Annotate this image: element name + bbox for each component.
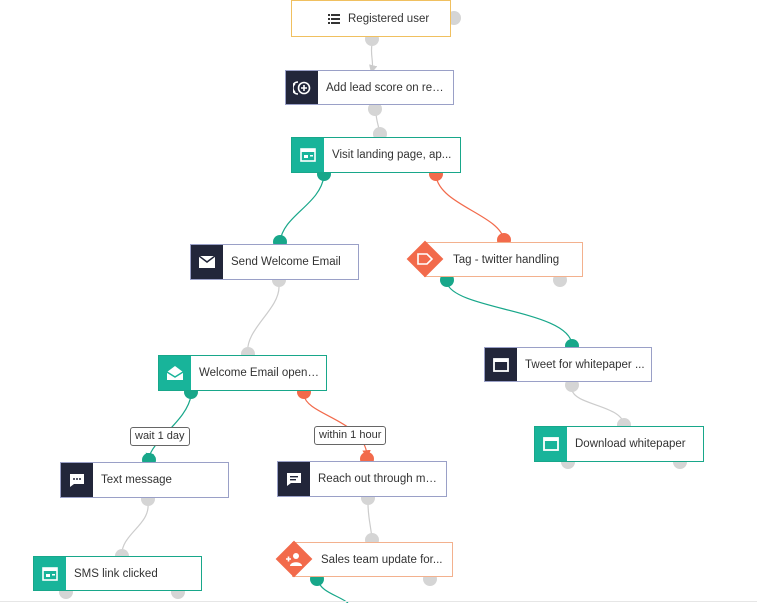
node-label: Sales team update for...: [321, 553, 443, 566]
node-label: Reach out through mu...: [318, 473, 442, 485]
node-download-whitepaper[interactable]: Download whitepaper: [534, 426, 704, 462]
node-label: Add lead score on reg...: [326, 81, 449, 94]
open-envelope-icon: [159, 356, 191, 390]
condition-wait-1-day[interactable]: wait 1 day: [130, 427, 190, 446]
lead-score-icon: [286, 71, 318, 104]
node-label: Registered user: [348, 12, 430, 25]
window-icon: [485, 348, 517, 381]
browser-icon: [292, 138, 324, 172]
tag-icon: [407, 241, 443, 277]
connector-sendwelcome-to-opened: [243, 286, 280, 358]
node-label: Welcome Email opened: [199, 367, 321, 379]
node-label: SMS link clicked: [74, 567, 158, 580]
node-label: Download whitepaper: [575, 438, 686, 450]
condition-within-1-hour[interactable]: within 1 hour: [314, 426, 387, 445]
canvas-bottom-border: [0, 601, 757, 602]
node-text-message[interactable]: Text message: [60, 462, 229, 498]
node-reach-out[interactable]: Reach out through mu...: [277, 461, 447, 497]
node-label: Tag - twitter handling: [453, 253, 560, 266]
node-send-welcome-email[interactable]: Send Welcome Email: [190, 244, 359, 280]
connector-visit-no: [435, 175, 508, 244]
browser-icon: [34, 557, 66, 590]
node-registered-user[interactable]: Registered user: [291, 0, 451, 37]
node-tweet-whitepaper[interactable]: Tweet for whitepaper ...: [484, 347, 652, 382]
node-sms-link-clicked[interactable]: SMS link clicked: [33, 556, 202, 591]
connector-tag-yes: [446, 282, 576, 349]
window-icon: [535, 427, 567, 461]
connector-opened-no: [303, 394, 371, 459]
list-icon: [292, 13, 340, 24]
node-label: Text message: [101, 474, 172, 486]
node-welcome-email-opened[interactable]: Welcome Email opened: [158, 355, 327, 391]
connector-text-to-sms: [117, 503, 149, 560]
port-dot[interactable]: [368, 102, 382, 116]
connector-visit-yes: [276, 175, 325, 246]
node-add-lead-score[interactable]: Add lead score on reg...: [285, 70, 454, 105]
node-label: Visit landing page, ap...: [332, 149, 452, 161]
connector-sales-yes: [317, 579, 349, 603]
message-icon: [278, 462, 310, 496]
chat-icon: [61, 463, 93, 497]
connector-registered-to-leadscore: [369, 43, 378, 74]
node-tag-twitter[interactable]: Tag - twitter handling: [424, 242, 583, 277]
node-label: Tweet for whitepaper ...: [525, 358, 645, 371]
add-person-icon: [276, 541, 312, 577]
envelope-icon: [191, 245, 223, 279]
connector-tweet-to-download: [571, 389, 628, 428]
node-visit-landing-page[interactable]: Visit landing page, ap...: [291, 137, 461, 173]
node-sales-team-update[interactable]: Sales team update for...: [292, 542, 453, 577]
node-label: Send Welcome Email: [231, 256, 341, 268]
